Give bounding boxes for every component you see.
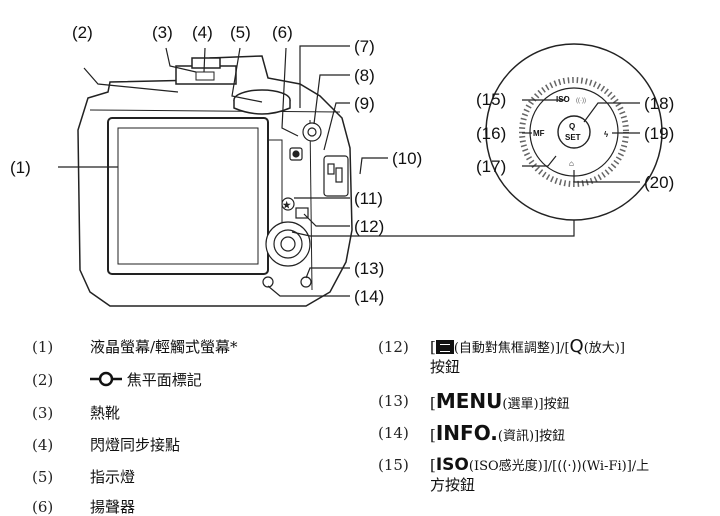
legend-right: (12) [(自動對焦框調整)]/[Q(放大)] 按鈕 (13) [MENU(選… — [378, 336, 650, 495]
callout-5: (5) — [230, 23, 251, 42]
callout-17: (17) — [476, 157, 506, 176]
wifi-icon: ((·)) — [557, 459, 582, 474]
callout-6: (6) — [272, 23, 293, 42]
flash-icon: ϟ — [604, 130, 609, 139]
callout-12: (12) — [354, 217, 384, 236]
callout-10: (10) — [392, 149, 422, 168]
callout-15: (15) — [476, 90, 506, 109]
callout-18: (18) — [644, 94, 674, 113]
magnify-icon: Q — [569, 336, 584, 357]
callout-20: (20) — [644, 173, 674, 192]
callout-7: (7) — [354, 37, 375, 56]
camera-back-diagram: ★ Q SET ISO ((·)) MF — [10, 23, 674, 307]
callout-19: (19) — [644, 124, 674, 143]
focal-plane-line — [83, 67, 179, 93]
mf-label: MF — [533, 129, 545, 138]
camera-body — [77, 55, 353, 307]
callout-3: (3) — [152, 23, 173, 42]
callout-2: (2) — [72, 23, 93, 42]
q-label: Q — [569, 122, 575, 131]
wifi-label: ((·)) — [576, 98, 586, 104]
menu-key: MENU — [435, 389, 503, 413]
legend-left: (1) 液晶螢幕/輕觸式螢幕* (2) 焦平面標記 (3) 熱靴 (4) 閃燈同… — [32, 338, 238, 516]
zoom-inset: Q SET ISO ((·)) MF ϟ ⌂ — [485, 43, 663, 221]
set-label: SET — [565, 133, 581, 142]
callout-labels: (1) (2) (3) (4) (5) (6) (7) (8) (9) (10)… — [10, 23, 674, 306]
svg-text:★: ★ — [284, 202, 289, 209]
set-button — [557, 115, 591, 149]
callout-11: (11) — [354, 189, 383, 208]
callout-8: (8) — [354, 66, 375, 85]
info-key: INFO. — [435, 421, 498, 445]
callout-4: (4) — [192, 23, 213, 42]
callout-1: (1) — [10, 158, 31, 177]
star-button — [281, 197, 295, 211]
focal-plane-icon — [90, 371, 122, 387]
trash-icon: ⌂ — [569, 159, 574, 168]
camera-controls: ★ — [262, 122, 349, 288]
callout-9: (9) — [354, 94, 375, 113]
callout-16: (16) — [476, 124, 506, 143]
iso-key: ISO — [435, 455, 469, 475]
af-frame-button — [295, 207, 309, 219]
info-button — [262, 276, 274, 288]
menu-button — [300, 276, 312, 288]
af-frame-icon — [435, 340, 454, 354]
callout-14: (14) — [354, 287, 384, 306]
callout-13: (13) — [354, 259, 384, 278]
